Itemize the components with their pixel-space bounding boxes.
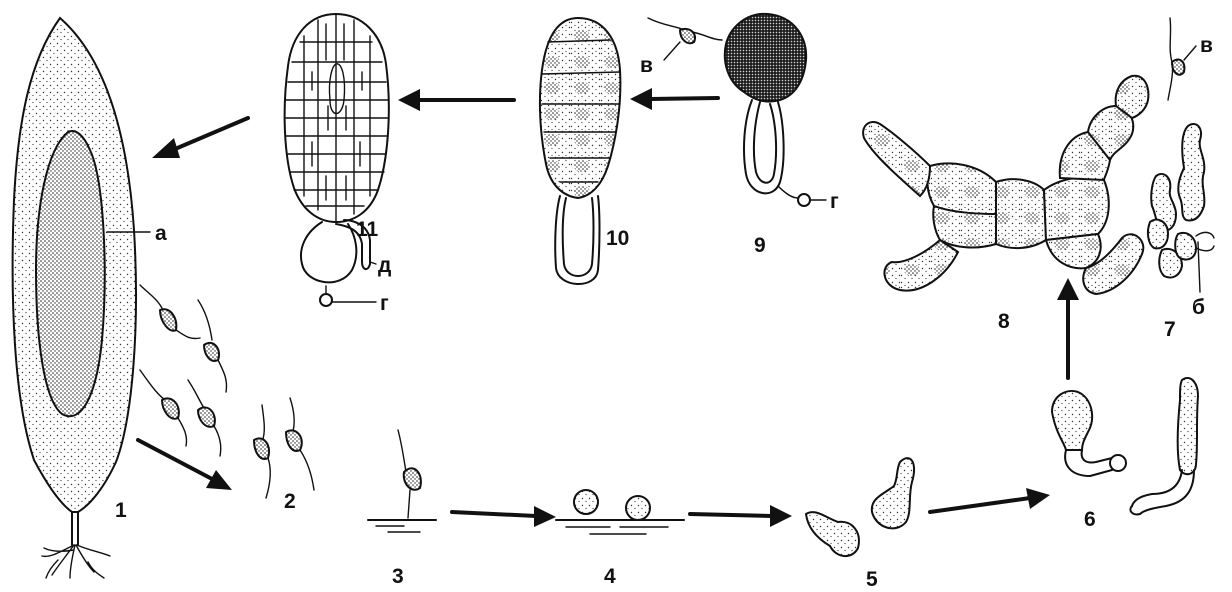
label-g-9: г — [830, 190, 839, 213]
stage-number-1: 1 — [115, 499, 127, 522]
label-v-9: в — [640, 54, 653, 77]
stage-10-young-embryo: 10 — [538, 16, 629, 285]
stage-number-10: 10 — [606, 227, 629, 250]
label-b: б — [1192, 296, 1205, 319]
zoospores-group — [139, 284, 228, 457]
label-a: а — [155, 222, 167, 245]
arrow-10-to-11 — [398, 89, 516, 111]
stage-5-germinating-spores: 5 — [804, 457, 916, 591]
label-g-11: г — [380, 292, 389, 315]
stage-number-8: 8 — [998, 310, 1010, 333]
arrow-4-to-5 — [688, 505, 792, 527]
stage-7-male-gametophyte: б в 7 — [1146, 17, 1215, 341]
stage-1-sporophyte: а 1 — [11, 16, 167, 579]
stage-number-3: 3 — [392, 565, 404, 588]
stage-number-11: 11 — [356, 218, 379, 241]
stage-number-2: 2 — [284, 490, 296, 513]
arrow-5-to-6 — [928, 488, 1050, 514]
stage-6-young-gametophytes: 6 — [1050, 377, 1200, 531]
stage-number-6: 6 — [1084, 508, 1096, 531]
arrow-1-to-2 — [136, 438, 232, 490]
stage-2-zoospores: 2 — [253, 397, 315, 513]
label-d: д — [378, 254, 391, 277]
stage-number-9: 9 — [754, 234, 766, 257]
stage-11-embryo: д г 11 — [283, 12, 391, 315]
stage-3-settling-zoospore: 3 — [367, 429, 437, 588]
stage-number-7: 7 — [1164, 318, 1176, 341]
stage-number-4: 4 — [604, 565, 616, 588]
stage-number-5: 5 — [866, 568, 878, 591]
arrow-11-to-1 — [152, 116, 250, 158]
stage-8-gametophyte: 8 — [862, 74, 1150, 333]
arrow-3-to-4 — [450, 506, 556, 527]
arrow-6-to-8 — [1057, 278, 1079, 380]
arrow-9-to-10 — [630, 88, 720, 110]
stage-9-fertilization: г в 9 — [640, 12, 839, 257]
label-v-7: в — [1200, 34, 1213, 57]
stage-4-settled-spores: 4 — [555, 489, 685, 588]
